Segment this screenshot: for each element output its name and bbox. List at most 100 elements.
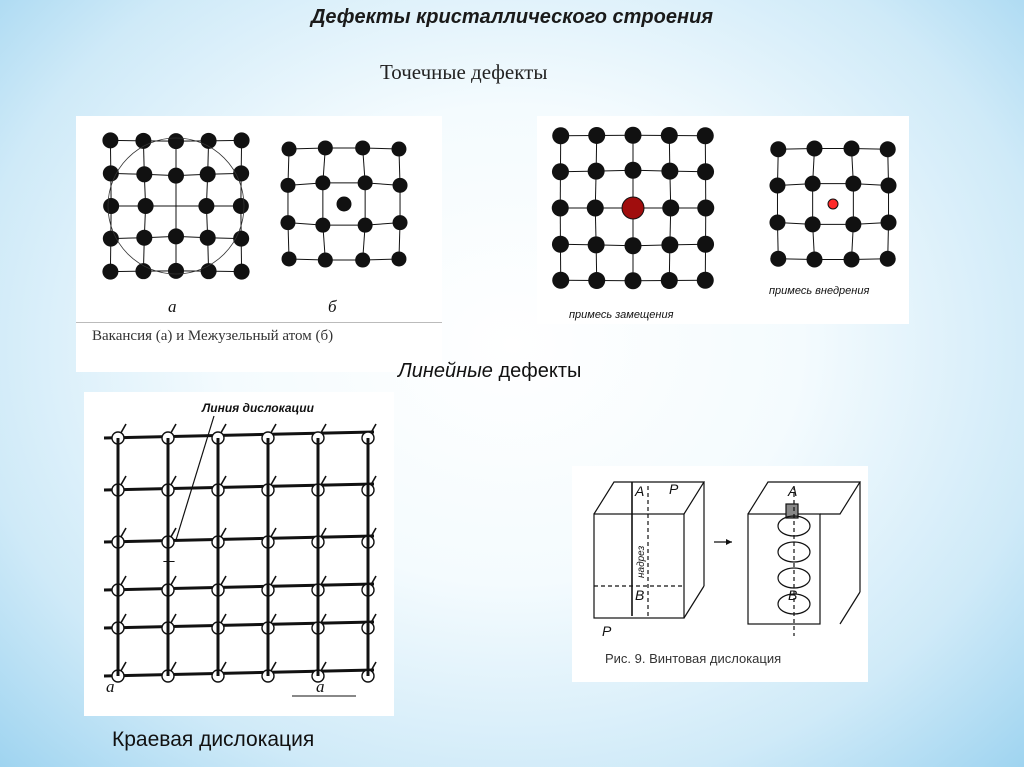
atom <box>624 161 642 179</box>
atom <box>280 215 296 231</box>
label-P-bottom: P <box>602 623 612 639</box>
substitution-lattice <box>551 126 715 290</box>
edge-label-a: а <box>106 677 115 696</box>
atom <box>168 167 184 184</box>
substitution-atom <box>621 196 645 220</box>
atom <box>199 166 216 183</box>
atom <box>233 132 250 149</box>
atom <box>135 132 152 149</box>
atom <box>102 165 119 182</box>
atom <box>624 272 642 290</box>
vacancy-caption: Вакансия (а) и Межузельный атом (б) <box>92 328 334 344</box>
label-P-top: P <box>669 481 679 497</box>
atom <box>281 141 297 157</box>
atom <box>391 141 407 157</box>
label-B-right: B <box>788 587 797 603</box>
atom <box>551 199 569 217</box>
atom <box>103 198 120 214</box>
atom <box>200 263 217 280</box>
point-defects-heading: Точечные дефекты <box>380 60 548 84</box>
atom <box>315 175 331 191</box>
atom <box>168 262 184 279</box>
atom <box>355 140 371 156</box>
interstitial-lattice <box>280 140 408 268</box>
atom <box>624 126 642 144</box>
atom <box>586 199 604 217</box>
atom <box>102 230 119 247</box>
vacancy-interstitial-diagram: а б <box>102 132 408 316</box>
atom <box>843 251 860 268</box>
atom <box>660 272 678 290</box>
atom <box>198 198 215 214</box>
atom <box>806 140 823 157</box>
atom <box>880 214 897 231</box>
atom <box>281 251 297 267</box>
atom <box>317 140 333 156</box>
edge-dislocation-panel: Линия дислокации ⊥ а а <box>84 392 394 716</box>
atom <box>551 163 569 181</box>
impurity-figure-panel: примесь замещения примесь внедрения <box>537 116 909 324</box>
atom <box>355 252 371 268</box>
atom <box>804 216 821 233</box>
atom <box>662 199 680 217</box>
atom <box>696 127 714 145</box>
atom <box>357 175 373 191</box>
atom <box>769 177 786 194</box>
atom <box>588 272 606 290</box>
atom <box>392 177 408 193</box>
screw-dislocation-diagram: A P B P надрез A B <box>593 481 862 639</box>
atom <box>102 263 119 280</box>
atom <box>168 228 184 245</box>
label-a: а <box>168 297 177 316</box>
atom <box>660 126 678 144</box>
atom <box>233 230 250 247</box>
atom <box>315 217 331 233</box>
atom <box>879 141 896 158</box>
interstitial-atom <box>336 196 352 212</box>
label-A-left: A <box>634 483 644 499</box>
dislocation-symbol: ⊥ <box>162 547 176 566</box>
cut-label: надрез <box>636 545 647 578</box>
vacancy-lattice <box>102 132 250 280</box>
atom <box>804 175 821 192</box>
atom <box>137 198 154 214</box>
atom <box>233 165 250 182</box>
label-A-right: A <box>787 483 797 499</box>
atom <box>168 133 184 150</box>
atom <box>661 236 679 254</box>
insertion-lattice <box>769 140 897 268</box>
atom <box>879 250 896 267</box>
atom <box>588 126 606 144</box>
atom <box>843 140 860 157</box>
atom <box>697 163 715 181</box>
atom <box>845 175 862 192</box>
vacancy-figure-panel: а б <box>76 116 442 372</box>
atom <box>280 177 296 193</box>
substitution-label: примесь замещения <box>569 309 674 321</box>
atom <box>587 236 605 254</box>
atom <box>697 235 715 253</box>
atom <box>552 271 570 289</box>
right-block <box>747 481 862 636</box>
atom <box>770 250 787 267</box>
dislocation-pointer <box>175 415 215 541</box>
atom <box>587 162 605 180</box>
edge-dislocation-caption: Краевая дислокация <box>112 728 315 751</box>
atom <box>697 199 715 217</box>
atom <box>551 235 569 253</box>
linear-defects-heading: Линейные дефекты <box>398 360 582 382</box>
atom <box>624 237 642 255</box>
screw-dislocation-caption: Рис. 9. Винтовая дислокация <box>605 651 782 666</box>
atom <box>136 229 153 246</box>
impurity-diagram: примесь замещения примесь внедрения <box>551 126 897 321</box>
edge-dislocation-diagram: Линия дислокации ⊥ а а <box>103 401 377 697</box>
atom <box>232 198 249 214</box>
atom <box>233 263 250 280</box>
atom <box>199 229 216 246</box>
interstitial-impurity-label: примесь внедрения <box>769 285 869 297</box>
label-b: б <box>328 297 337 316</box>
atom <box>806 251 823 268</box>
atom <box>845 216 862 233</box>
atom <box>696 271 714 289</box>
interstitial-impurity-atom <box>827 198 839 210</box>
